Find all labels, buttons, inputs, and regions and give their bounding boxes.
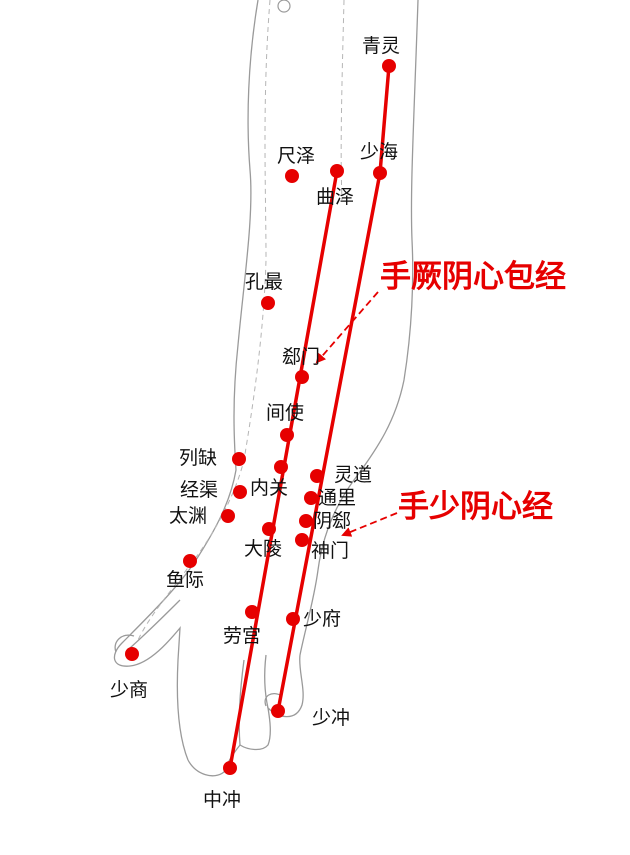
point-chize xyxy=(285,169,299,183)
arm-guides xyxy=(137,0,345,641)
point-neiguan xyxy=(274,460,288,474)
label-shaoshang: 少商 xyxy=(110,679,149,701)
point-zhongchong xyxy=(223,761,237,775)
heart-arrow xyxy=(341,512,398,537)
point-shaofu xyxy=(286,612,300,626)
label-shaofu: 少府 xyxy=(303,608,342,630)
arm-outline xyxy=(113,0,419,777)
leader-arrows xyxy=(315,291,398,537)
point-yuji xyxy=(183,554,197,568)
pericardium-meridian-title: 手厥阴心包经 xyxy=(380,259,566,295)
label-shenmen: 神门 xyxy=(311,540,350,562)
label-yuji: 鱼际 xyxy=(166,569,205,591)
point-shaochong xyxy=(271,704,285,718)
label-quze: 曲泽 xyxy=(316,186,355,208)
label-shaochong: 少冲 xyxy=(312,707,351,729)
ulnar-guide xyxy=(340,0,345,201)
radial-guide xyxy=(137,0,271,641)
pericardium-arrow xyxy=(315,291,379,364)
point-jingqu xyxy=(233,485,247,499)
point-kongzui xyxy=(261,296,275,310)
point-lieque xyxy=(232,452,246,466)
point-lingdao xyxy=(310,469,324,483)
thumb-crease xyxy=(129,599,181,649)
point-taiyuan xyxy=(221,509,235,523)
point-yinxi xyxy=(299,514,313,528)
label-shaohai: 少海 xyxy=(360,141,399,163)
point-daling xyxy=(262,522,276,536)
label-zhongchong: 中冲 xyxy=(203,789,242,811)
point-jianshi xyxy=(280,428,294,442)
point-quze xyxy=(330,164,344,178)
label-jingqu: 经渠 xyxy=(180,479,219,501)
point-ximen xyxy=(295,370,309,384)
label-kongzui: 孔最 xyxy=(245,271,284,293)
thumb-tip xyxy=(114,634,135,653)
finger-crease-2 xyxy=(264,654,269,709)
label-lingdao: 灵道 xyxy=(334,464,373,486)
label-laogong: 劳宫 xyxy=(223,625,262,647)
label-jianshi: 间使 xyxy=(266,402,305,424)
acupoints xyxy=(125,59,396,775)
point-shenmen xyxy=(295,533,309,547)
point-tongli xyxy=(304,491,318,505)
label-neiguan: 内关 xyxy=(250,477,289,499)
label-taiyuan: 太渊 xyxy=(169,505,208,527)
label-yinxi: 阴郄 xyxy=(313,510,352,532)
label-lieque: 列缺 xyxy=(179,447,218,469)
meridian-lines xyxy=(228,64,391,770)
point-shaoshang xyxy=(125,647,139,661)
label-ximen: 郄门 xyxy=(282,346,321,368)
point-shaohai xyxy=(373,166,387,180)
label-tongli: 通里 xyxy=(318,487,357,509)
arm-right-contour xyxy=(299,0,419,656)
hand-bottom-contour xyxy=(187,654,304,777)
label-qingling: 青灵 xyxy=(362,35,401,57)
point-qingling xyxy=(382,59,396,73)
label-chize: 尺泽 xyxy=(277,145,316,167)
label-daling: 大陵 xyxy=(244,538,283,560)
heart-meridian-line-lower xyxy=(276,171,382,713)
heart-meridian-line xyxy=(378,64,391,175)
heart-meridian-title: 手少阴心经 xyxy=(398,489,553,525)
elbow-mark xyxy=(277,0,291,13)
point-laogong xyxy=(245,605,259,619)
